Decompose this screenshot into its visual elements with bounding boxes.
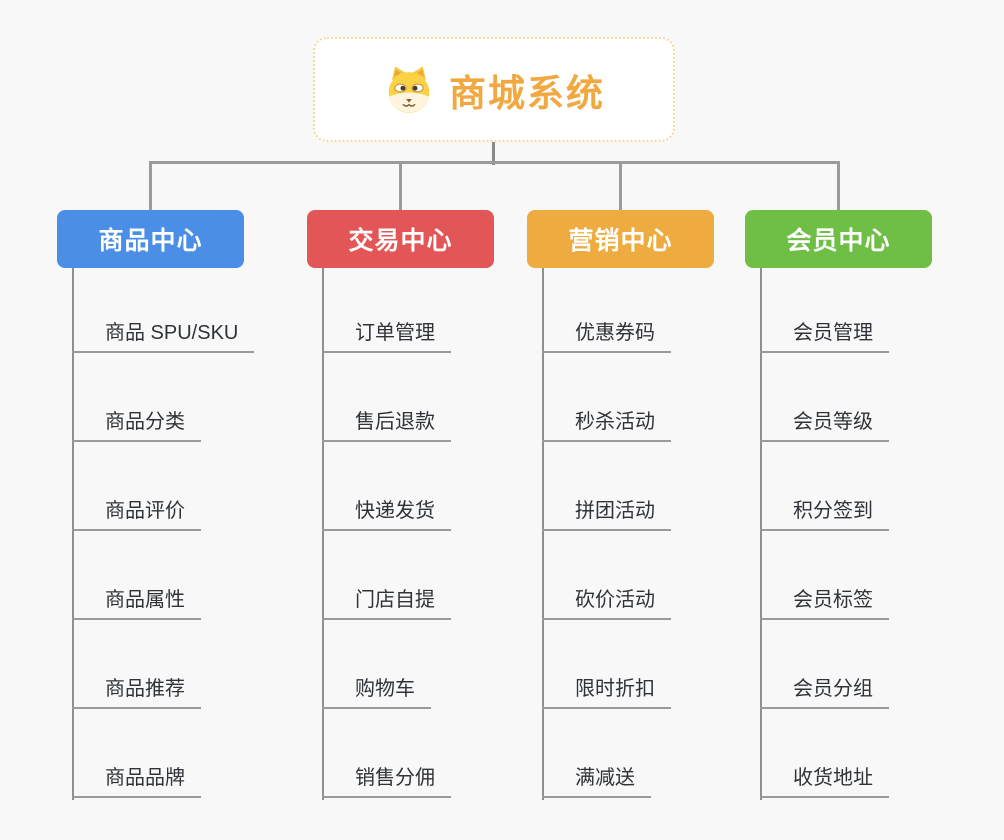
connector-stub-members [837,161,840,210]
leaf-node-members-1[interactable]: 会员管理 [760,315,889,353]
leaf-node-trade-4[interactable]: 门店自提 [322,582,451,620]
connector-bus-line [149,161,839,164]
leaf-node-products-4[interactable]: 商品属性 [72,582,201,620]
leaf-node-trade-3[interactable]: 快递发货 [322,493,451,531]
branch-trunk-line-trade [322,268,324,800]
connector-root-stem [492,142,495,165]
leaf-node-members-2[interactable]: 会员等级 [760,404,889,442]
connector-stub-trade [399,161,402,210]
leaf-node-trade-2[interactable]: 售后退款 [322,404,451,442]
leaf-node-marketing-1[interactable]: 优惠券码 [542,315,671,353]
leaf-node-trade-6[interactable]: 销售分佣 [322,760,451,798]
branch-trunk-line-products [72,268,74,800]
leaf-node-members-4[interactable]: 会员标签 [760,582,889,620]
leaf-node-marketing-2[interactable]: 秒杀活动 [542,404,671,442]
leaf-node-trade-1[interactable]: 订单管理 [322,315,451,353]
leaf-node-marketing-5[interactable]: 限时折扣 [542,671,671,709]
leaf-node-marketing-6[interactable]: 满减送 [542,760,651,798]
branch-trunk-line-members [760,268,762,800]
leaf-node-members-5[interactable]: 会员分组 [760,671,889,709]
leaf-node-members-6[interactable]: 收货地址 [760,760,889,798]
branch-node-members[interactable]: 会员中心 [745,210,932,268]
connector-stub-products [149,161,152,210]
leaf-node-marketing-3[interactable]: 拼团活动 [542,493,671,531]
leaf-node-marketing-4[interactable]: 砍价活动 [542,582,671,620]
leaf-node-members-3[interactable]: 积分签到 [760,493,889,531]
root-label: 商城系统 [449,72,605,114]
branch-node-marketing[interactable]: 营销中心 [527,210,714,268]
leaf-node-trade-5[interactable]: 购物车 [322,671,431,709]
leaf-node-products-3[interactable]: 商品评价 [72,493,201,531]
branch-node-products[interactable]: 商品中心 [57,210,244,268]
shiba-dog-icon [388,65,430,113]
leaf-node-products-5[interactable]: 商品推荐 [72,671,201,709]
leaf-node-products-2[interactable]: 商品分类 [72,404,201,442]
connector-stub-marketing [619,161,622,210]
branch-trunk-line-marketing [542,268,544,800]
leaf-node-products-6[interactable]: 商品品牌 [72,760,201,798]
branch-node-trade[interactable]: 交易中心 [307,210,494,268]
leaf-node-products-1[interactable]: 商品 SPU/SKU [72,315,255,353]
root-node[interactable]: 商城系统 [313,37,675,142]
